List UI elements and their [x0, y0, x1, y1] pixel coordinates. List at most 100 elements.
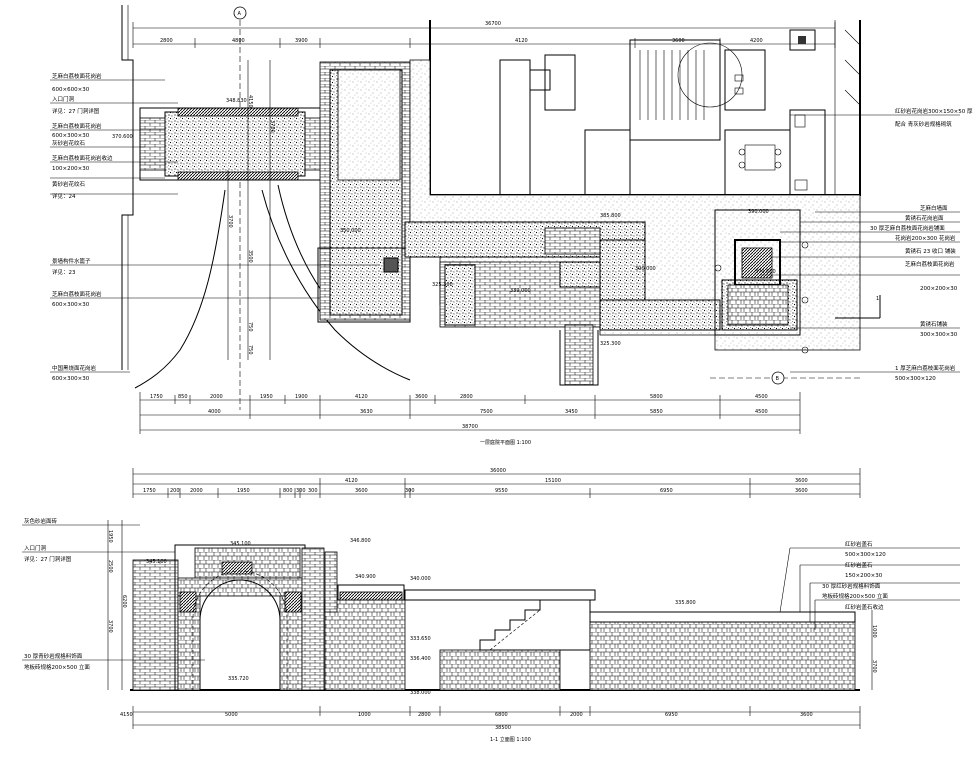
svg-text:38700: 38700: [462, 424, 478, 430]
svg-text:芝麻白荔枝面花岗岩: 芝麻白荔枝面花岗岩: [905, 260, 955, 268]
building-block: [429, 20, 861, 196]
svg-text:3700: 3700: [227, 215, 233, 228]
svg-text:30 厚青砂岩规格料饰面: 30 厚青砂岩规格料饰面: [24, 652, 83, 660]
plan-top-dim: 2800: [160, 38, 173, 44]
svg-text:入口门洞: 入口门洞: [24, 544, 47, 552]
svg-text:黄锈石 23 收口 铺装: 黄锈石 23 收口 铺装: [905, 247, 956, 255]
svg-text:红砂岩盖石: 红砂岩盖石: [845, 540, 873, 548]
svg-text:3600: 3600: [795, 488, 808, 494]
svg-text:1000: 1000: [871, 625, 877, 638]
grid-label-a: A: [238, 11, 242, 17]
grid-label-b: B: [776, 376, 780, 382]
elev-tag: 339.000: [510, 288, 531, 294]
svg-text:600×300×30: 600×300×30: [52, 302, 90, 308]
svg-text:黄锈石铺装: 黄锈石铺装: [920, 320, 948, 328]
elev-tag: 325.300: [432, 282, 453, 288]
section-marker: 1: [835, 295, 881, 319]
elev-left-callouts: 灰色砂岩面砖 入口门洞 详见：27 门洞详图 30 厚青砂岩规格料饰面 地板砖规…: [22, 517, 205, 671]
central-structure: 346.800 340.900: [324, 538, 406, 691]
svg-text:100×200×30: 100×200×30: [52, 166, 90, 172]
svg-text:340.000: 340.000: [410, 576, 431, 582]
svg-text:芝麻白荔枝面花岗岩收边: 芝麻白荔枝面花岗岩收边: [52, 154, 113, 162]
elev-tag: 350.000: [340, 228, 361, 234]
svg-text:6800: 6800: [495, 712, 508, 718]
svg-text:地板砖规格200×500 立面: 地板砖规格200×500 立面: [24, 663, 90, 671]
svg-text:9550: 9550: [495, 488, 508, 494]
svg-text:6950: 6950: [660, 488, 673, 494]
svg-text:详见：27 门洞详图: 详见：27 门洞详图: [52, 107, 100, 115]
plan-left-dimensions: 3700 4150 3500 750 750 3700: [227, 60, 275, 360]
svg-text:30 厚芝麻白荔枝面花岗岩铺面: 30 厚芝麻白荔枝面花岗岩铺面: [870, 224, 945, 232]
svg-text:500×300×120: 500×300×120: [845, 552, 886, 558]
svg-text:芝麻白荔枝面花岗岩: 芝麻白荔枝面花岗岩: [52, 122, 102, 130]
elev-top-dimensions: 36000 4120 15100 3600 1750 200 2000 1950…: [132, 468, 861, 498]
svg-text:详见：27 门洞详图: 详见：27 门洞详图: [24, 555, 72, 563]
elev-tag: 370.600: [112, 134, 133, 140]
svg-text:1000: 1000: [358, 712, 371, 718]
svg-text:红砂岩盖石: 红砂岩盖石: [845, 561, 873, 569]
svg-text:600×300×30: 600×300×30: [52, 133, 90, 139]
svg-text:3700: 3700: [871, 660, 877, 673]
plan-left-callouts: 芝麻白荔枝面花岗岩 600×600×30 入口门洞 详见：27 门洞详图 芝麻白…: [50, 72, 380, 382]
svg-text:黄锈石花岗岩面: 黄锈石花岗岩面: [905, 214, 944, 222]
svg-text:3450: 3450: [565, 409, 578, 415]
svg-text:345.100: 345.100: [230, 541, 251, 547]
elev-tag: 390.000: [748, 209, 769, 215]
svg-text:详见：24: 详见：24: [52, 192, 76, 200]
svg-text:346.800: 346.800: [350, 538, 371, 544]
elev-tag: 348.830: [226, 98, 247, 104]
svg-text:600×600×30: 600×600×30: [52, 87, 90, 93]
svg-text:5850: 5850: [650, 409, 663, 415]
svg-text:333.650: 333.650: [410, 636, 431, 642]
svg-text:850: 850: [178, 394, 188, 400]
svg-text:336.400: 336.400: [410, 656, 431, 662]
plan-top-total: 36700: [485, 21, 501, 27]
svg-text:2000: 2000: [570, 712, 583, 718]
svg-text:5800: 5800: [650, 394, 663, 400]
svg-text:配合 青灰砂岩规格砌筑: 配合 青灰砂岩规格砌筑: [895, 120, 952, 128]
curved-walkway: [134, 189, 226, 389]
svg-text:红砂岩花岗岩300×150×50 厚: 红砂岩花岗岩300×150×50 厚: [895, 107, 973, 115]
path-paving-strip: [564, 324, 594, 386]
elev-tag: 385.800: [600, 213, 621, 219]
elev-tag: 325.300: [600, 341, 621, 347]
plan-top-dim: 3600: [672, 38, 685, 44]
svg-text:6950: 6950: [665, 712, 678, 718]
svg-text:200: 200: [170, 488, 180, 494]
svg-text:3630: 3630: [360, 409, 373, 415]
svg-text:340.900: 340.900: [355, 574, 376, 580]
svg-text:300: 300: [405, 488, 415, 494]
svg-text:2800: 2800: [460, 394, 473, 400]
svg-text:芝麻白荔枝面花岗岩: 芝麻白荔枝面花岗岩: [52, 290, 102, 298]
svg-text:1950: 1950: [107, 530, 113, 543]
svg-text:30 厚红砂岩规格料饰面: 30 厚红砂岩规格料饰面: [822, 582, 881, 590]
svg-text:详见：23: 详见：23: [52, 268, 76, 276]
entrance-gravel-paving: [164, 111, 306, 177]
elev-tag: 370.600: [755, 269, 776, 275]
site-plan: 36700 2800 4800 3900 4120 3600 4200 A: [50, 5, 973, 446]
svg-text:4150: 4150: [120, 712, 133, 718]
svg-text:景墙构件水篦子: 景墙构件水篦子: [52, 257, 91, 265]
svg-text:3700: 3700: [107, 620, 113, 633]
svg-text:2800: 2800: [418, 712, 431, 718]
left-stone-wall: [132, 559, 179, 691]
svg-text:入口门洞: 入口门洞: [52, 95, 75, 103]
elevation-caption: 1-1 立面图 1:100: [490, 736, 531, 743]
plan-caption: 一层庭院平面图 1:100: [480, 439, 531, 446]
svg-text:1950: 1950: [260, 394, 273, 400]
plan-right-callouts: 红砂岩花岗岩300×150×50 厚 配合 青灰砂岩规格砌筑 芝麻白墙面 黄锈石…: [760, 107, 973, 382]
right-stone-wall: [589, 621, 856, 691]
svg-text:300: 300: [296, 488, 306, 494]
svg-text:3600: 3600: [800, 712, 813, 718]
svg-text:500×300×120: 500×300×120: [895, 376, 936, 382]
elev-left-dimensions: 1950 2500 3700 6200: [107, 520, 127, 690]
svg-text:2500: 2500: [107, 560, 113, 573]
svg-text:800: 800: [283, 488, 293, 494]
svg-text:335.800: 335.800: [675, 600, 696, 606]
svg-text:200×200×30: 200×200×30: [920, 286, 958, 292]
left-building-edge: [121, 5, 134, 370]
svg-text:5000: 5000: [225, 712, 238, 718]
svg-text:300×300×30: 300×300×30: [920, 332, 958, 338]
plan-top-dim: 3900: [295, 38, 308, 44]
stair-steps: [439, 599, 591, 691]
